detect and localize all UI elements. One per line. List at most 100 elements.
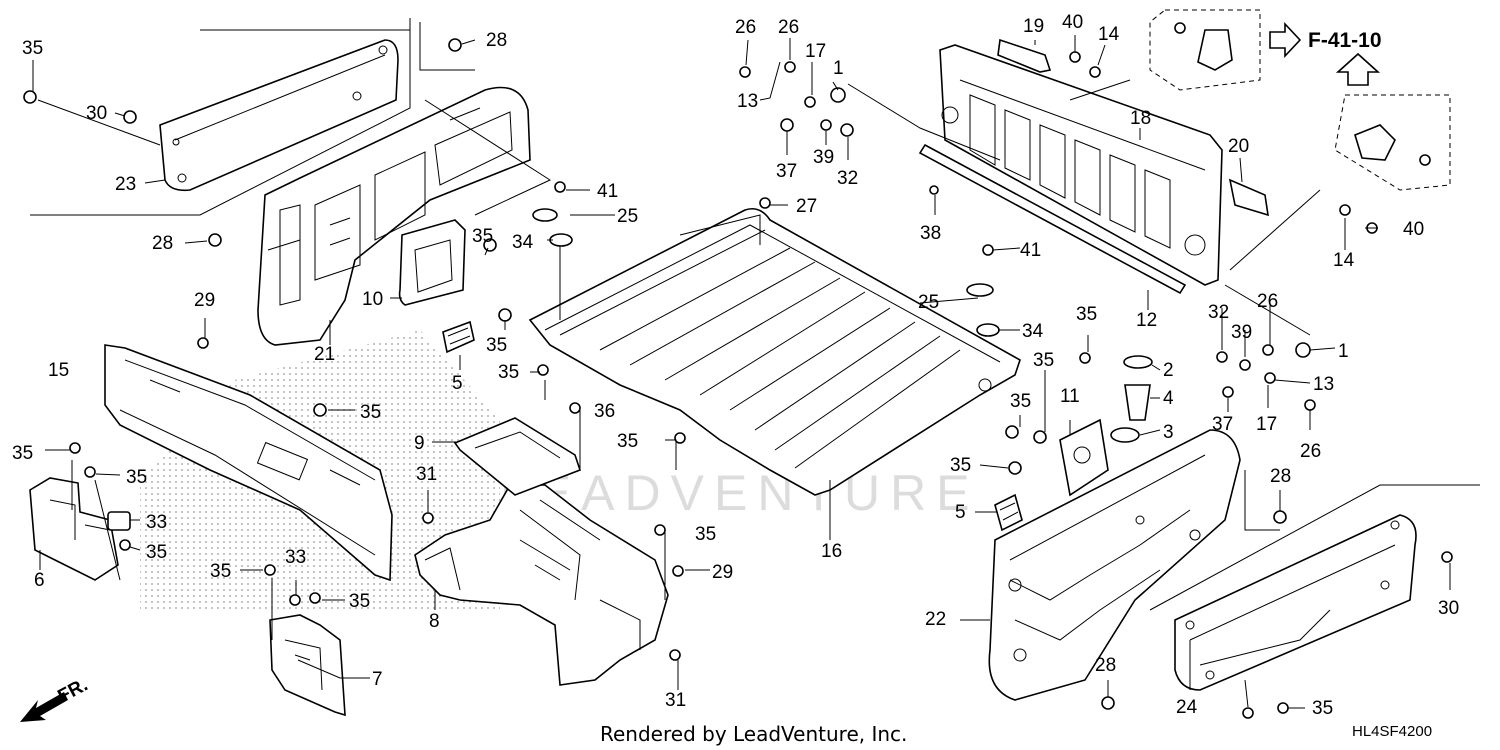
callout-9[interactable]: 9 (414, 433, 425, 454)
callout-28[interactable]: 28 (152, 233, 173, 254)
callout-4[interactable]: 4 (1163, 388, 1174, 409)
part-23-side-cover[interactable] (30, 18, 411, 216)
part-19-latch[interactable] (997, 38, 1052, 73)
callout-35[interactable]: 35 (210, 561, 231, 582)
callout-35[interactable]: 35 (1076, 304, 1097, 325)
callout-2[interactable]: 2 (1163, 360, 1174, 381)
callout-22[interactable]: 22 (925, 609, 946, 630)
callout-5[interactable]: 5 (452, 373, 463, 394)
callout-35[interactable]: 35 (12, 443, 33, 464)
callout-35[interactable]: 35 (695, 524, 716, 545)
callout-37[interactable]: 37 (776, 161, 797, 182)
callout-17[interactable]: 17 (1256, 414, 1277, 435)
callout-27[interactable]: 27 (796, 196, 817, 217)
callout-35[interactable]: 35 (126, 467, 147, 488)
part-10-bracket[interactable] (398, 219, 466, 306)
callout-5[interactable]: 5 (955, 502, 966, 523)
callout-11[interactable]: 11 (1060, 386, 1080, 407)
callout-25[interactable]: 25 (617, 206, 638, 227)
callout-23[interactable]: 23 (115, 174, 136, 195)
callout-31[interactable]: 31 (665, 690, 686, 711)
callout-35[interactable]: 35 (472, 226, 493, 247)
callout-28[interactable]: 28 (1095, 655, 1116, 676)
reference-link-F-41-10[interactable]: F-41-10 (1308, 29, 1382, 52)
callout-16[interactable]: 16 (821, 541, 842, 562)
callout-8[interactable]: 8 (429, 611, 440, 632)
callout-26[interactable]: 26 (735, 17, 756, 38)
callout-26[interactable]: 26 (1300, 441, 1321, 462)
callout-35[interactable]: 35 (1033, 350, 1054, 371)
callout-41[interactable]: 41 (1020, 240, 1041, 261)
callout-1[interactable]: 1 (1338, 341, 1349, 362)
callout-35[interactable]: 35 (22, 38, 43, 59)
part-33-clip-left[interactable] (107, 511, 131, 531)
part-21-left-inner-panel[interactable] (257, 22, 552, 346)
callout-18[interactable]: 18 (1130, 108, 1151, 129)
part-16-bed-floor[interactable] (528, 207, 1021, 496)
callout-37[interactable]: 37 (1212, 414, 1233, 435)
callout-3[interactable]: 3 (1163, 422, 1174, 443)
callout-35[interactable]: 35 (1010, 391, 1031, 412)
callout-38[interactable]: 38 (920, 223, 941, 244)
callout-31[interactable]: 31 (416, 464, 437, 485)
callout-28[interactable]: 28 (1270, 466, 1291, 487)
callout-35[interactable]: 35 (360, 402, 381, 423)
callout-21[interactable]: 21 (314, 344, 335, 365)
callout-12[interactable]: 12 (1136, 310, 1157, 331)
callout-32[interactable]: 32 (1208, 302, 1229, 323)
callout-30[interactable]: 30 (86, 103, 107, 124)
callout-35[interactable]: 35 (486, 335, 507, 356)
hardware-fasteners (23, 38, 1453, 719)
callout-30[interactable]: 30 (1438, 598, 1459, 619)
callout-39[interactable]: 39 (1231, 322, 1252, 343)
part-7-bracket[interactable] (269, 614, 346, 717)
part-8-under-cover[interactable] (414, 484, 669, 686)
callout-13[interactable]: 13 (737, 91, 758, 112)
part-6-bracket[interactable] (29, 477, 119, 581)
callout-19[interactable]: 19 (1023, 16, 1044, 37)
callout-36[interactable]: 36 (594, 401, 615, 422)
part-20-latch[interactable] (1228, 178, 1269, 217)
callout-6[interactable]: 6 (34, 570, 45, 591)
callout-25[interactable]: 25 (918, 292, 939, 313)
callout-32[interactable]: 32 (837, 168, 858, 189)
callout-40[interactable]: 40 (1403, 219, 1424, 240)
callout-39[interactable]: 39 (813, 147, 834, 168)
callout-15[interactable]: 15 (48, 360, 69, 381)
callout-34[interactable]: 34 (512, 232, 534, 253)
callout-41[interactable]: 41 (597, 181, 618, 202)
part-2-4-3-grommet-stack[interactable] (1110, 355, 1153, 443)
callout-26[interactable]: 26 (778, 17, 799, 38)
callout-10[interactable]: 10 (362, 289, 383, 310)
callout-33[interactable]: 33 (285, 547, 306, 568)
callout-17[interactable]: 17 (805, 41, 826, 62)
part-24-side-cover[interactable] (1149, 484, 1480, 691)
callout-24[interactable]: 24 (1176, 697, 1198, 718)
callout-7[interactable]: 7 (372, 669, 383, 690)
part-11-bracket[interactable] (1059, 418, 1109, 497)
part-12-rod[interactable] (918, 143, 1187, 295)
callout-40[interactable]: 40 (1062, 12, 1083, 33)
callout-35[interactable]: 35 (617, 431, 638, 452)
callout-35[interactable]: 35 (349, 591, 370, 612)
callout-35[interactable]: 35 (146, 542, 167, 563)
callout-35[interactable]: 35 (950, 455, 971, 476)
callout-14[interactable]: 14 (1333, 250, 1355, 271)
callout-1[interactable]: 1 (833, 58, 844, 79)
callout-35[interactable]: 35 (498, 362, 519, 383)
callout-26[interactable]: 26 (1257, 291, 1278, 312)
part-5-clip[interactable] (442, 320, 475, 354)
callout-29[interactable]: 29 (712, 562, 733, 583)
callout-33[interactable]: 33 (146, 512, 167, 533)
callout-20[interactable]: 20 (1228, 136, 1249, 157)
part-18-tailgate[interactable] (939, 44, 1223, 286)
part-22-right-side-panel[interactable] (988, 429, 1241, 701)
part-15-cross-member[interactable] (104, 344, 393, 582)
callout-13[interactable]: 13 (1313, 374, 1334, 395)
part-5-clip-right[interactable] (994, 493, 1023, 532)
callout-34[interactable]: 34 (1022, 321, 1044, 342)
callout-28[interactable]: 28 (486, 30, 507, 51)
callout-14[interactable]: 14 (1098, 24, 1120, 45)
callout-35[interactable]: 35 (1312, 698, 1333, 719)
callout-29[interactable]: 29 (194, 290, 215, 311)
